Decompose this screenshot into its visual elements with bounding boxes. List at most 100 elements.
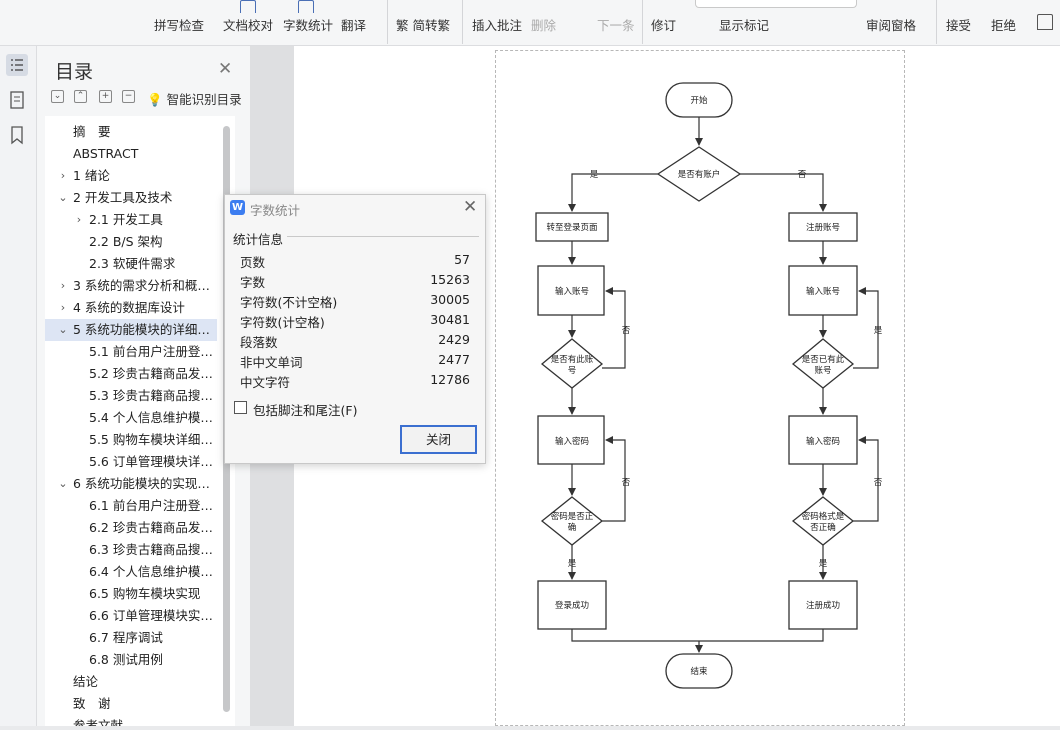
toc-item[interactable]: 6.3 珍贵古籍商品搜… [45,539,217,561]
stat-value: 15263 [430,272,470,287]
decision-node [540,496,604,546]
process-node [537,580,607,630]
accept-button[interactable]: 接受 [946,18,972,33]
chevron-right-icon[interactable]: › [60,301,66,314]
collapse-all-icon[interactable]: ⌄ [51,90,64,103]
toc-item[interactable]: ⌄5 系统功能模块的详细… [45,319,217,341]
toc-item[interactable]: 2.3 软硬件需求 [45,253,217,275]
toc-item[interactable]: 5.5 购物车模块详细… [45,429,217,451]
toc-item-label: 5.2 珍贵古籍商品发… [89,366,213,381]
toc-item[interactable]: ›3 系统的需求分析和概… [45,275,217,297]
decision-node [656,146,742,202]
chevron-right-icon[interactable]: › [60,279,66,292]
toc-item[interactable]: 5.3 珍贵古籍商品搜… [45,385,217,407]
stat-value: 30005 [430,292,470,307]
toc-item[interactable]: 参考文献 [45,715,217,726]
no-label: 否 [874,478,883,488]
bookmark-icon[interactable] [6,124,28,146]
ribbon-toolbar: 拼写检查 文档校对 字数统计 翻译 繁 简转繁 插入批注 删除 下一条 修订 显… [0,0,1060,46]
toc-item[interactable]: ›4 系统的数据库设计 [45,297,217,319]
include-footnotes-checkbox[interactable] [234,401,247,414]
insert-comment-button[interactable]: 插入批注 [472,18,523,33]
expand-up-icon[interactable]: ⌃ [74,90,87,103]
process-node [788,265,858,316]
node-label: 登录成功 [555,600,589,611]
toc-item[interactable]: ⌄6 系统功能模块的实现… [45,473,217,495]
remove-heading-icon[interactable]: − [122,90,135,103]
node-label: 注册成功 [806,600,840,611]
toc-item-label: ABSTRACT [73,146,139,161]
stat-value: 2429 [438,332,470,347]
toc-item[interactable]: 6.6 订单管理模块实… [45,605,217,627]
toc-item-label: 2.3 软硬件需求 [89,256,176,271]
yes-label: 是 [819,559,828,569]
toc-item[interactable]: 6.2 珍贵古籍商品发… [45,517,217,539]
stat-row: 字符数(计空格)30481 [240,312,470,332]
toc-item[interactable]: 5.6 订单管理模块详… [45,451,217,473]
toc-item[interactable]: 6.8 测试用例 [45,649,217,671]
smart-toc-label: 智能识别目录 [166,92,242,107]
no-label: 否 [622,326,631,336]
toc-item[interactable]: 6.1 前台用户注册登… [45,495,217,517]
toc-item[interactable]: 6.5 购物车模块实现 [45,583,217,605]
process-node [788,212,858,242]
toc-item[interactable]: ⌄2 开发工具及技术 [45,187,217,209]
review-pane-button[interactable]: 审阅窗格 [866,18,917,33]
toc-view-icon[interactable] [6,54,28,76]
decision-node [791,338,855,389]
toc-item[interactable]: 6.4 个人信息维护模… [45,561,217,583]
decision-node [540,338,604,389]
toc-item[interactable]: 2.2 B/S 架构 [45,231,217,253]
nav-icon-strip [0,46,37,726]
node-label: 输入密码 [555,436,589,447]
node-label: 否正确 [810,522,836,533]
toc-item[interactable]: 致 谢 [45,693,217,715]
toc-close-icon[interactable]: ✕ [218,59,233,79]
chevron-down-icon[interactable]: ⌄ [58,191,68,204]
toc-item[interactable]: 5.1 前台用户注册登… [45,341,217,363]
word-count-button[interactable]: 字数统计 [283,18,334,33]
toc-item-label: 6.5 购物车模块实现 [89,586,201,601]
chevron-down-icon[interactable]: ⌄ [58,323,68,336]
convert-traditional-button[interactable]: 繁 简转繁 [396,18,450,33]
stat-label: 段落数 [240,335,278,350]
toc-item[interactable]: ›1 绪论 [45,165,217,187]
chevron-right-icon[interactable]: › [60,169,66,182]
show-marks-button[interactable]: 显示标记 [719,18,770,33]
node-label: 确 [568,522,577,533]
add-heading-icon[interactable]: + [99,90,112,103]
start-node [665,82,733,118]
toc-item-label: 参考文献 [73,718,124,726]
dialog-title: 字数统计 [250,203,301,218]
toc-item[interactable]: 5.4 个人信息维护模… [45,407,217,429]
revise-button[interactable]: 修订 [651,18,677,33]
track-icon[interactable] [1037,14,1053,30]
smart-toc-button[interactable]: 💡 智能识别目录 [147,89,242,108]
dialog-close-icon[interactable]: ✕ [463,197,478,217]
chevron-right-icon[interactable]: › [76,213,82,226]
toc-item[interactable]: ›2.1 开发工具 [45,209,217,231]
toc-item[interactable]: 摘 要 [45,121,217,143]
toc-item[interactable]: 结论 [45,671,217,693]
markup-dropdown[interactable] [695,0,857,8]
doc-proof-button[interactable]: 文档校对 [223,18,274,33]
close-button[interactable]: 关闭 [400,425,477,454]
stat-label: 字符数(不计空格) [240,295,338,310]
toc-item[interactable]: 5.2 珍贵古籍商品发… [45,363,217,385]
toc-item-label: 6.6 订单管理模块实… [89,608,213,623]
toc-item-label: 6.7 程序调试 [89,630,163,645]
chevron-down-icon[interactable]: ⌄ [58,477,68,490]
process-node [537,415,605,465]
next-comment-button[interactable]: 下一条 [597,18,635,33]
page-thumbnail-icon[interactable] [6,89,28,111]
toc-item[interactable]: ABSTRACT [45,143,217,165]
delete-comment-button[interactable]: 删除 [531,18,557,33]
node-label: 账号 [814,366,831,376]
spell-check-button[interactable]: 拼写检查 [154,18,205,33]
include-footnotes-label[interactable]: 包括脚注和尾注(F) [253,403,358,418]
toc-item[interactable]: 6.7 程序调试 [45,627,217,649]
reject-button[interactable]: 拒绝 [991,18,1017,33]
toc-item-label: 5.5 购物车模块详细… [89,432,213,447]
translate-button[interactable]: 翻译 [341,18,367,33]
